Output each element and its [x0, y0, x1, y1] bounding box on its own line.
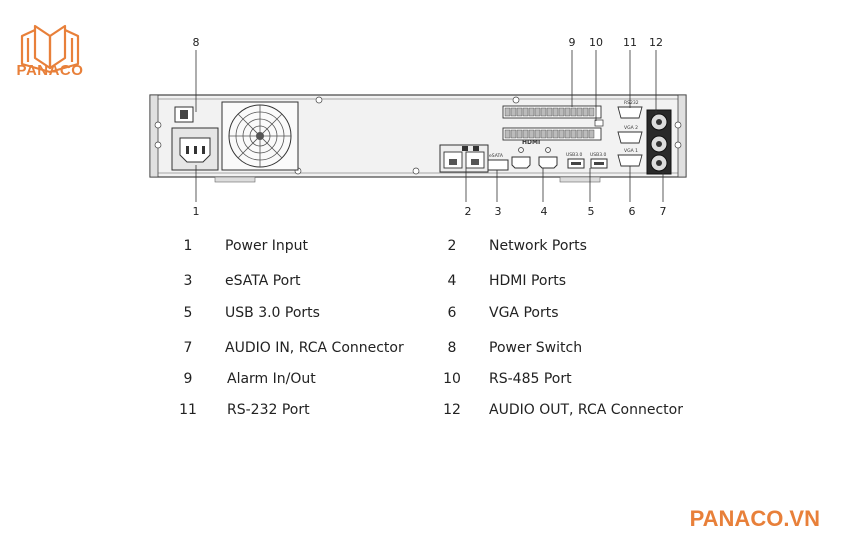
- legend-label: Network Ports: [489, 238, 587, 254]
- svg-text:VGA 2: VGA 2: [624, 125, 638, 131]
- callout-11: 11: [623, 36, 637, 49]
- legend-num: 12: [443, 402, 461, 418]
- callout-12: 12: [649, 36, 663, 49]
- vga-port-2: [617, 131, 643, 144]
- legend-label: Power Input: [225, 238, 309, 254]
- vga-port-1: [617, 154, 643, 167]
- logo-text: PANACO: [16, 62, 84, 79]
- cooling-fan-icon: [221, 101, 299, 171]
- callout-10: 10: [589, 36, 603, 49]
- svg-text:USB3.0: USB3.0: [566, 152, 583, 158]
- legend-num: 1: [183, 238, 193, 254]
- svg-text:HDMI: HDMI: [522, 139, 540, 146]
- legend-label: RS-232 Port: [227, 402, 310, 418]
- legend-num: 11: [179, 402, 197, 418]
- legend-num: 9: [183, 371, 193, 387]
- callout-6: 6: [629, 205, 636, 218]
- legend-num: 7: [183, 340, 193, 356]
- svg-text:VGA 1: VGA 1: [624, 148, 638, 154]
- panaco-book-logo-icon: [20, 24, 80, 74]
- esata-port: [487, 159, 509, 171]
- legend-label: eSATA Port: [225, 273, 301, 289]
- usb-ports: USB3.0 USB3.0: [566, 152, 608, 169]
- legend-num: 10: [443, 371, 461, 387]
- alarm-terminal-blocks: [502, 105, 604, 141]
- legend-num: 8: [447, 340, 457, 356]
- rca-audio-connectors: [646, 109, 672, 175]
- legend-num: 3: [183, 273, 193, 289]
- callout-4: 4: [541, 205, 548, 218]
- legend-label: Power Switch: [489, 340, 583, 356]
- svg-text:RS232: RS232: [624, 100, 639, 106]
- callout-7: 7: [660, 205, 667, 218]
- rs232-port: [617, 106, 643, 119]
- callout-1: 1: [193, 205, 200, 218]
- legend-label: HDMI Ports: [489, 273, 567, 289]
- legend-label: USB 3.0 Ports: [225, 305, 320, 321]
- svg-text:USB3.0: USB3.0: [590, 152, 607, 158]
- legend-num: 6: [447, 305, 457, 321]
- nvr-rear-panel-diagram: eSATA HDMI USB3.0 USB3.0: [149, 36, 687, 218]
- callout-5: 5: [588, 205, 595, 218]
- legend-label: AUDIO IN, RCA Connector: [225, 340, 404, 356]
- legend-num: 2: [447, 238, 457, 254]
- hdmi-ports: HDMI: [511, 139, 558, 169]
- callout-3: 3: [495, 205, 502, 218]
- callout-8: 8: [193, 36, 200, 49]
- legend-label: VGA Ports: [489, 305, 559, 321]
- legend-label: AUDIO OUT, RCA Connector: [489, 402, 683, 418]
- svg-text:eSATA: eSATA: [489, 153, 504, 159]
- legend-label: Alarm In/Out: [227, 371, 316, 387]
- callout-9: 9: [569, 36, 576, 49]
- callout-2: 2: [465, 205, 472, 218]
- legend-label: RS-485 Port: [489, 371, 572, 387]
- legend-num: 5: [183, 305, 193, 321]
- legend-num: 4: [447, 273, 457, 289]
- brand-website: PANACO.VN: [689, 506, 820, 531]
